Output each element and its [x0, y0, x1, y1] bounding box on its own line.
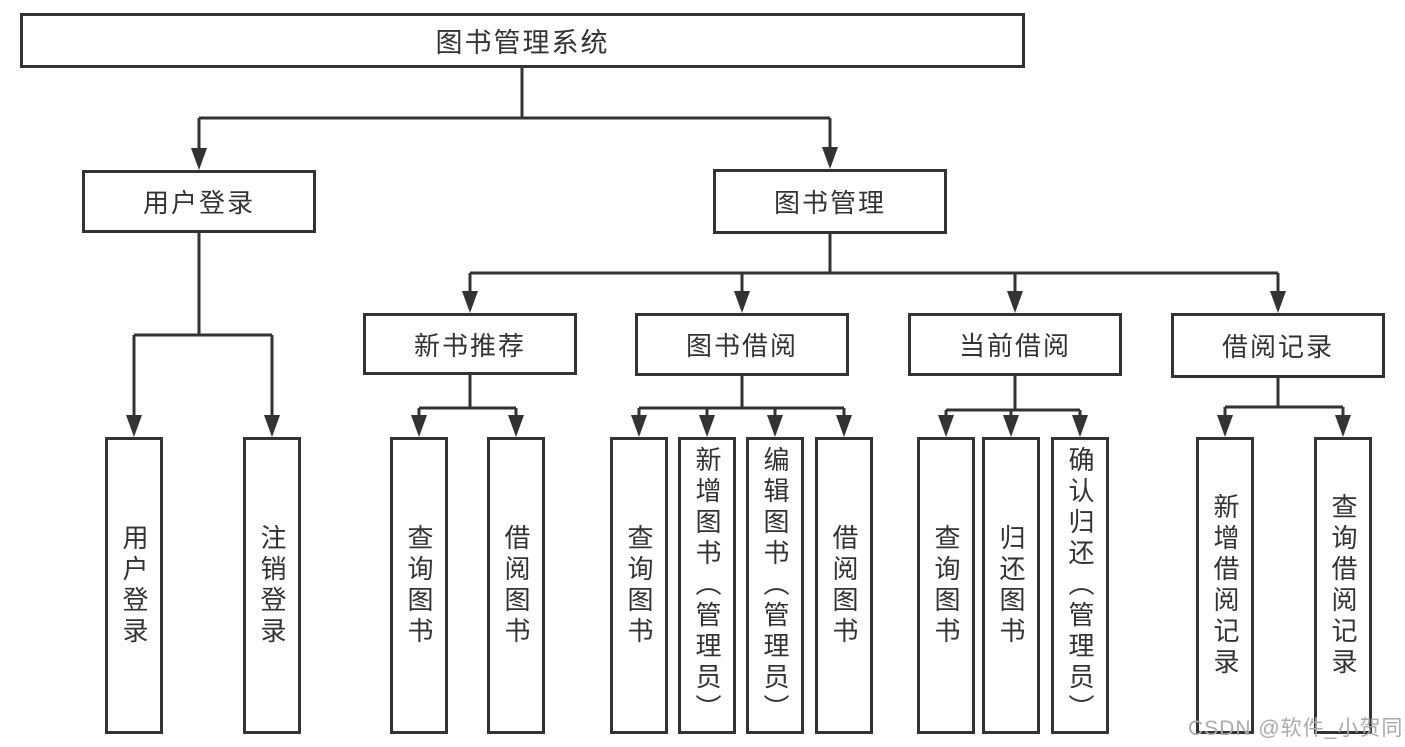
node-label: 编辑图书（管理员） [760, 446, 790, 725]
node-label: 用户登录 [119, 523, 149, 648]
node-borrowing-records: 借阅记录 [1171, 313, 1385, 378]
node-label: 借阅图书 [501, 523, 531, 648]
arrowhead-down-icon [1335, 415, 1351, 437]
node-label: 图书借阅 [685, 331, 798, 361]
arrowhead-down-icon [699, 415, 715, 437]
watermark: CSDN @软件_小贺同学 [1188, 717, 1405, 740]
node-label: 查询借阅记录 [1328, 492, 1358, 679]
node-leaf-return-book: 归还图书 [982, 437, 1040, 734]
node-label: 当前借阅 [958, 331, 1071, 361]
arrowhead-down-icon [822, 147, 838, 169]
edge-book-borrowing-to-leaves [631, 376, 852, 437]
node-leaf-edit-book-admin: 编辑图书（管理员） [746, 437, 804, 734]
node-current-borrowing: 当前借阅 [908, 313, 1122, 376]
node-leaf-add-borrow-record: 新增借阅记录 [1196, 437, 1254, 734]
arrowhead-down-icon [1003, 415, 1019, 437]
node-label: 查询图书 [931, 523, 961, 648]
node-leaf-confirm-return: 确认归还（管理员） [1051, 437, 1109, 734]
node-leaf-query-book-3: 查询图书 [917, 437, 975, 734]
node-label: 确认归还（管理员） [1065, 446, 1095, 725]
node-label: 查询图书 [404, 523, 434, 648]
node-user-login-branch: 用户登录 [82, 170, 316, 233]
edge-book-management-to-level3 [462, 234, 1286, 313]
node-label: 借阅记录 [1221, 332, 1334, 362]
node-label: 图书管理系统 [435, 28, 610, 58]
node-leaf-query-borrow-record: 查询借阅记录 [1314, 437, 1372, 734]
arrowhead-down-icon [462, 291, 478, 313]
arrowhead-down-icon [1007, 291, 1023, 313]
node-label: 注销登录 [257, 523, 287, 648]
edge-records-to-leaves [1217, 378, 1351, 437]
edge-current-borrowing-to-leaves [938, 376, 1088, 437]
arrowhead-down-icon [631, 415, 647, 437]
node-leaf-query-book-1: 查询图书 [390, 437, 448, 734]
node-label: 新增图书（管理员） [692, 446, 722, 725]
edge-user-login-to-leaves [126, 233, 280, 437]
edge-root-to-level2 [191, 68, 838, 170]
arrowhead-down-icon [411, 415, 427, 437]
node-label: 新书推荐 [413, 330, 526, 361]
node-label: 借阅图书 [829, 523, 859, 648]
node-system-root: 图书管理系统 [20, 13, 1025, 68]
arrowhead-down-icon [508, 415, 524, 437]
node-book-management-branch: 图书管理 [713, 169, 947, 234]
arrowhead-down-icon [1072, 415, 1088, 437]
arrowhead-down-icon [264, 415, 280, 437]
arrowhead-down-icon [938, 415, 954, 437]
node-label: 图书管理 [773, 188, 886, 218]
arrowhead-down-icon [767, 415, 783, 437]
node-label: 新增借阅记录 [1210, 492, 1240, 679]
node-book-borrowing: 图书借阅 [635, 313, 849, 376]
arrowhead-down-icon [734, 291, 750, 313]
arrowhead-down-icon [126, 415, 142, 437]
node-leaf-logout: 注销登录 [243, 437, 301, 734]
node-leaf-add-book-admin: 新增图书（管理员） [678, 437, 736, 734]
node-label: 用户登录 [142, 188, 255, 218]
edge-new-book-to-leaves [411, 375, 524, 437]
arrowhead-down-icon [836, 415, 852, 437]
node-new-book-recommend: 新书推荐 [363, 313, 577, 375]
arrowhead-down-icon [1270, 291, 1286, 313]
node-leaf-user-login: 用户登录 [105, 437, 163, 734]
node-label: 归还图书 [996, 523, 1026, 648]
arrowhead-down-icon [1217, 415, 1233, 437]
node-leaf-borrow-book-1: 借阅图书 [487, 437, 545, 734]
node-leaf-borrow-book-2: 借阅图书 [815, 437, 873, 734]
arrowhead-down-icon [191, 148, 207, 170]
node-leaf-query-book-2: 查询图书 [610, 437, 668, 734]
node-label: 查询图书 [624, 523, 654, 648]
